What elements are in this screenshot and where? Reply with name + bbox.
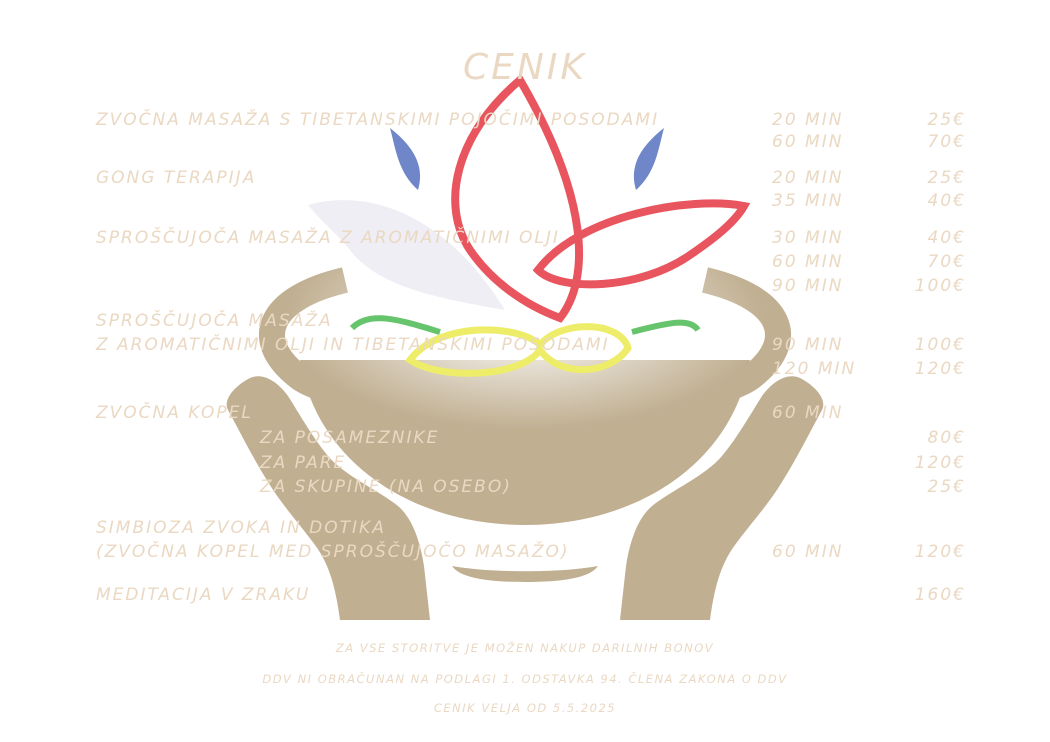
page-title: CENIK [462, 47, 588, 88]
service-duration: 90 MIN [772, 276, 844, 296]
service-duration: 30 MIN [772, 228, 844, 248]
service-price: 40€ [927, 191, 966, 211]
footer-vat-note: DDV NI OBRAČUNAN NA PODLAGI 1. ODSTAVKA … [262, 672, 788, 686]
right-hand-icon [620, 376, 824, 620]
service-price: 70€ [927, 252, 966, 272]
service-name-line: Z AROMATIČNIMI OLJI IN TIBETANSKIMI POSO… [96, 335, 610, 355]
service-duration: 60 MIN [772, 542, 844, 562]
option-label: ZA PARE [260, 453, 347, 473]
option-price: 25€ [927, 477, 966, 497]
service-name-line: (ZVOČNA KOPEL MED SPROŠČUJOČO MASAŽO) [96, 542, 570, 562]
service-price: 25€ [927, 168, 966, 188]
service-price: 25€ [927, 110, 966, 130]
footer-gift-note: ZA VSE STORITVE JE MOŽEN NAKUP DARILNIH … [335, 641, 715, 655]
service-name: SPROŠČUJOČA MASAŽA Z AROMATIČNIMI OLJI [96, 228, 560, 248]
service-name: ZVOČNA MASAŽA S TIBETANSKIMI POJOČIMI PO… [96, 110, 660, 130]
service-price: 160€ [914, 585, 966, 605]
service-duration: 60 MIN [772, 132, 844, 152]
option-label: ZA SKUPINE (NA OSEBO) [260, 477, 512, 497]
service-price: 70€ [927, 132, 966, 152]
option-label: ZA POSAMEZNIKE [260, 428, 440, 448]
service-name: GONG TERAPIJA [96, 168, 257, 188]
left-hand-icon [226, 376, 430, 620]
lotus-icon [390, 128, 421, 190]
service-price: 120€ [914, 359, 966, 379]
option-price: 120€ [914, 453, 966, 473]
service-price: 100€ [914, 335, 966, 355]
service-duration: 20 MIN [772, 110, 844, 130]
service-name: ZVOČNA KOPEL [96, 403, 253, 423]
service-duration: 60 MIN [772, 252, 844, 272]
service-duration: 35 MIN [772, 191, 844, 211]
service-price: 120€ [914, 542, 966, 562]
service-price: 40€ [927, 228, 966, 248]
footer-valid-date: CENIK VELJA OD 5.5.2025 [433, 701, 617, 715]
service-duration: 120 MIN [772, 359, 857, 379]
service-name-line: SPROŠČUJOČA MASAŽA [96, 311, 333, 331]
service-duration: 90 MIN [772, 335, 844, 355]
service-price: 100€ [914, 276, 966, 296]
service-name-line: SIMBIOZA ZVOKA IN DOTIKA [96, 518, 386, 538]
service-duration: 60 MIN [772, 403, 844, 423]
service-duration: 20 MIN [772, 168, 844, 188]
service-name: MEDITACIJA V ZRAKU [96, 585, 311, 605]
option-price: 80€ [927, 428, 966, 448]
